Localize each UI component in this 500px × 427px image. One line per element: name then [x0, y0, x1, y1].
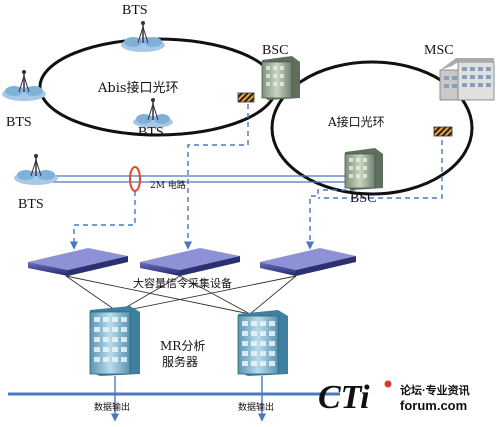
coupler-2m — [129, 166, 141, 192]
bts-lower-label: BTS — [18, 197, 44, 212]
mr-server-label-line2: 服务器 — [162, 354, 198, 369]
bts-bottom-icon — [133, 98, 173, 128]
bsc-upper-icon — [261, 56, 300, 100]
link-2m — [38, 166, 350, 192]
site-watermark: CTi 论坛·专业资讯 forum.com — [318, 379, 470, 416]
watermark-site: forum.com — [400, 398, 467, 413]
collector-label: 大容量信令采集设备 — [133, 276, 232, 290]
bsc-lower-label: BSC — [350, 191, 376, 206]
bts-top-label: BTS — [122, 3, 148, 18]
a-ring-label: A接口光环 — [327, 114, 385, 129]
output-right-label: 数据输出 — [238, 401, 274, 413]
mr-server-right — [237, 310, 288, 376]
bsc-lower-icon — [344, 148, 383, 190]
dashed-links — [69, 104, 443, 250]
mesh-links — [65, 275, 297, 315]
coupler-a — [433, 126, 453, 137]
msc-label: MSC — [424, 43, 454, 58]
bts-left-icon — [2, 70, 46, 101]
a-ring — [270, 60, 474, 196]
mr-server-left — [89, 306, 140, 376]
bsc-upper-label: BSC — [262, 43, 288, 58]
bts-top-icon — [121, 21, 165, 52]
msc-icon — [439, 58, 495, 101]
link-2m-label: 2M 电路 — [150, 179, 186, 191]
collector-rack-middle — [140, 248, 240, 276]
mr-server-label-line1: MR分析 — [160, 339, 205, 353]
watermark-logo: CTi — [318, 379, 370, 416]
abis-ring-label: Abis接口光环 — [97, 80, 179, 96]
output-left-label: 数据输出 — [94, 401, 130, 413]
watermark-tagline: 论坛·专业资讯 — [400, 383, 470, 397]
bts-bottom-label: BTS — [138, 125, 164, 140]
collector-rack-right — [260, 248, 356, 276]
coupler-abis — [237, 92, 255, 103]
watermark-dot — [384, 380, 392, 388]
collector-rack-left — [28, 248, 128, 276]
bts-left-label: BTS — [6, 115, 32, 130]
bts-lower-icon — [14, 154, 58, 185]
